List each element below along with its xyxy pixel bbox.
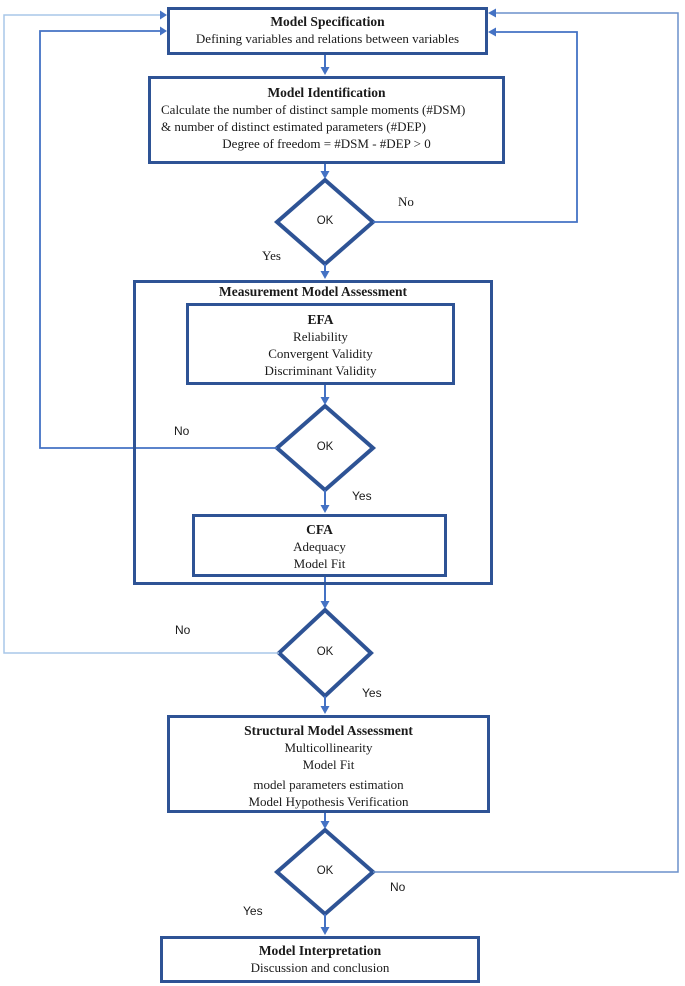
loop-no-decision1-to-spec <box>373 31 578 223</box>
arrowhead-loop-decision2 <box>160 26 167 36</box>
loop-no-decision4-to-spec <box>373 12 679 873</box>
arrowhead-loop-decision1 <box>488 27 496 37</box>
node-title: Model Identification <box>267 85 386 100</box>
branch-label-no-4: No <box>390 880 406 894</box>
container-measurement-model-assessment <box>133 280 493 585</box>
node-text: Model Fit <box>293 556 346 571</box>
node-text: Discussion and conclusion <box>250 960 390 975</box>
arrowhead-decision1-to-container <box>320 271 330 279</box>
node-title: CFA <box>306 522 333 537</box>
branch-label-yes-3: Yes <box>362 686 382 700</box>
node-model-specification: Model Specification Defining variables a… <box>167 7 488 55</box>
branch-label-no-3: No <box>175 623 191 637</box>
node-text: model parameters estimation <box>253 777 404 792</box>
node-model-interpretation: Model Interpretation Discussion and conc… <box>160 936 480 983</box>
arrowhead-loop-decision3 <box>160 10 167 20</box>
node-efa: EFA Reliability Convergent Validity Disc… <box>186 303 455 385</box>
node-text: Model Fit <box>302 757 355 772</box>
arrowhead-decision3-to-structural <box>320 706 330 714</box>
decision-label-cfa: OK <box>316 646 334 658</box>
loop-no-decision2-to-spec <box>39 30 277 449</box>
node-text: Discriminant Validity <box>264 363 377 378</box>
branch-label-no-2: No <box>174 424 190 438</box>
branch-label-yes-1: Yes <box>262 248 281 263</box>
node-text: Adequacy <box>293 539 346 554</box>
node-text: Multicollinearity <box>284 740 373 755</box>
decision-label-efa: OK <box>316 441 334 453</box>
branch-label-yes-4: Yes <box>243 904 263 918</box>
node-title: Structural Model Assessment <box>244 723 413 738</box>
branch-label-no-1: No <box>398 194 414 209</box>
node-model-identification: Model Identification Calculate the numbe… <box>148 76 505 164</box>
node-text: Reliability <box>293 329 348 344</box>
node-text: Calculate the number of distinct sample … <box>161 102 466 117</box>
node-structural-model-assessment: Structural Model Assessment Multicolline… <box>167 715 490 813</box>
arrowhead-spec-to-ident <box>320 67 330 75</box>
node-text: & number of distinct estimated parameter… <box>161 119 426 134</box>
loop-no-decision3-to-spec <box>3 14 279 654</box>
arrowhead-ident-to-decision1 <box>320 171 330 179</box>
node-cfa: CFA Adequacy Model Fit <box>192 514 447 577</box>
node-title: EFA <box>307 312 334 327</box>
arrowhead-decision2-to-cfa <box>320 505 330 513</box>
arrowhead-structural-to-decision4 <box>320 821 330 829</box>
node-text: Defining variables and relations between… <box>195 31 460 46</box>
decision-label-structural: OK <box>316 865 334 877</box>
node-text: Model Hypothesis Verification <box>248 794 409 809</box>
branch-label-yes-2: Yes <box>352 489 372 503</box>
node-title: Model Specification <box>270 14 385 29</box>
node-text: Convergent Validity <box>268 346 373 361</box>
container-title: Measurement Model Assessment <box>219 284 407 299</box>
arrowhead-decision4-to-interpretation <box>320 927 330 935</box>
arrowhead-cfa-to-decision3 <box>320 601 330 609</box>
arrowhead-efa-to-decision2 <box>320 397 330 405</box>
node-text: Degree of freedom = #DSM - #DEP > 0 <box>222 136 431 151</box>
arrowhead-loop-decision4 <box>488 8 496 18</box>
node-title: Model Interpretation <box>258 943 382 958</box>
decision-label-identification: OK <box>316 215 334 227</box>
